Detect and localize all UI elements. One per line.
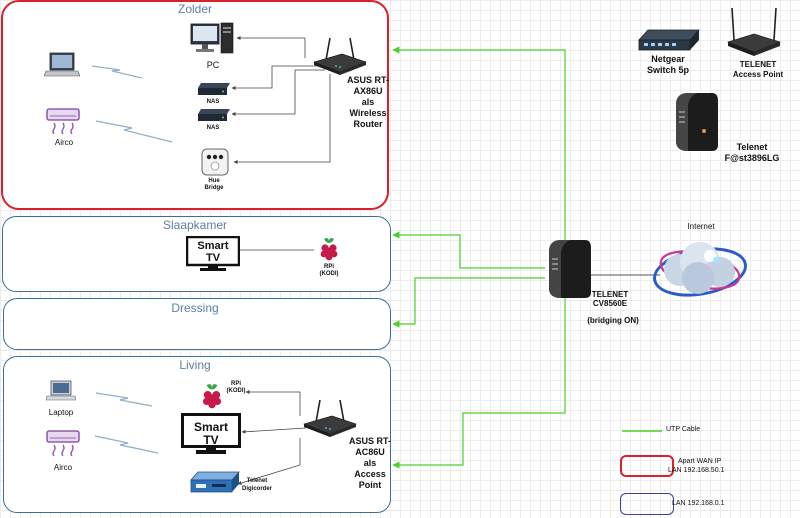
legend-red-box (620, 455, 674, 477)
tv-icon (186, 236, 240, 271)
digicorder-label-1: Telenet (246, 478, 268, 484)
router-label-3: als (361, 97, 375, 107)
modem-label-1: TELENET (591, 290, 629, 299)
router-label-5: Router (353, 119, 383, 129)
nas-1-label: NAS (206, 99, 220, 105)
rpi-label-1: RPi (323, 264, 334, 270)
bridging-label: (bridging ON) (587, 316, 639, 325)
internet-cloud-icon (653, 242, 747, 297)
modem2-label-2: F@st3896LG (724, 153, 780, 163)
hue-bridge-label-2: Bridge (204, 185, 224, 191)
utp-cable-living (392, 290, 566, 469)
hue-bridge-icon (201, 148, 229, 176)
router-icon (303, 399, 357, 437)
tv-icon (181, 413, 241, 454)
switch-label-1: Netgear (651, 54, 685, 64)
router-label-2: AX86U (353, 86, 383, 96)
link-router-hue (233, 74, 331, 164)
wireless-link-icon (91, 65, 143, 79)
modem-icon (549, 240, 591, 298)
room-title-living: Living (179, 358, 211, 372)
airco-icon (46, 430, 80, 456)
link-ap-rpi (245, 390, 301, 416)
link-ap-digicorder (237, 438, 301, 485)
room-title-slaapkamer: Slaapkamer (162, 218, 228, 232)
ap-label-1: ASUS RT- (348, 436, 391, 446)
hue-bridge-label-1: Hue (208, 178, 220, 184)
pc-icon (190, 22, 234, 54)
laptop-icon (46, 380, 76, 401)
router-icon (313, 37, 367, 75)
wireless-link-icon (95, 392, 153, 407)
tv-label-2: TV (203, 433, 219, 447)
ap-label-2: AC86U (355, 447, 385, 457)
utp-cable-slaapkamer (392, 231, 545, 269)
pc-label: PC (206, 60, 220, 70)
laptop-label: Laptop (48, 408, 74, 417)
modem-label-2: CV8560E (592, 299, 628, 308)
legend-red-label-2: LAN 192.168.50.1 (668, 467, 725, 474)
ap-label-4: Access (354, 469, 386, 479)
ap-label-3: als (363, 458, 377, 468)
wireless-link-icon (94, 435, 159, 454)
link-router-nas2 (231, 69, 325, 116)
modem2-label-1: Telenet (736, 142, 768, 152)
tv-label-1: Smart (193, 420, 228, 434)
airco-icon (46, 108, 80, 134)
access-point-label-2: Access Point (732, 70, 784, 79)
room-dressing (3, 298, 391, 350)
legend-blue-box (620, 493, 674, 515)
laptop-icon (44, 52, 80, 77)
nas-2-label: NAS (206, 125, 220, 131)
access-point-label-1: TELENET (739, 60, 777, 69)
tv-label-1: Smart (197, 240, 229, 252)
legend-red-label-1: Apart WAN IP (678, 458, 722, 465)
link-router-nas1 (231, 65, 320, 90)
ap-label-5: Point (358, 480, 382, 490)
link-ap-tv (241, 427, 307, 434)
raspberry-pi-icon (202, 384, 222, 409)
switch-label-2: Switch 5p (646, 65, 689, 75)
internal-links (221, 36, 331, 485)
utp-cable-zolder (392, 46, 566, 268)
legend-utp-line (622, 430, 662, 432)
router-label-4: Wireless (349, 108, 387, 118)
room-title-dressing: Dressing (171, 301, 219, 315)
airco-label: Airco (53, 463, 73, 472)
access-point-icon (727, 7, 781, 56)
legend-utp-label: UTP Cable (666, 426, 701, 433)
rpi-label-1: RPi (230, 381, 241, 387)
room-title-zolder: Zolder (177, 2, 212, 16)
utp-cable-dressing (392, 277, 545, 328)
wireless-link-icon (95, 120, 173, 143)
rpi-label-2: (KODI) (319, 271, 339, 277)
tv-label-2: TV (205, 252, 221, 264)
link-router-pc (236, 36, 306, 58)
digicorder-icon (190, 471, 240, 493)
modem-icon (676, 93, 718, 151)
raspberry-pi-icon (320, 238, 338, 261)
airco-label: Airco (54, 138, 74, 147)
internet-label: Internet (687, 222, 715, 231)
nas-icon (198, 83, 230, 95)
wireless-links (91, 65, 173, 454)
rpi-label-2: (KODI) (226, 388, 246, 394)
utp-cables (392, 46, 566, 469)
nas-icon (198, 109, 230, 121)
router-label-1: ASUS RT- (346, 75, 389, 85)
digicorder-label-2: Digicorder (241, 486, 272, 492)
switch-icon (638, 29, 700, 51)
legend-blue-label: LAN 192.168.0.1 (672, 500, 725, 507)
